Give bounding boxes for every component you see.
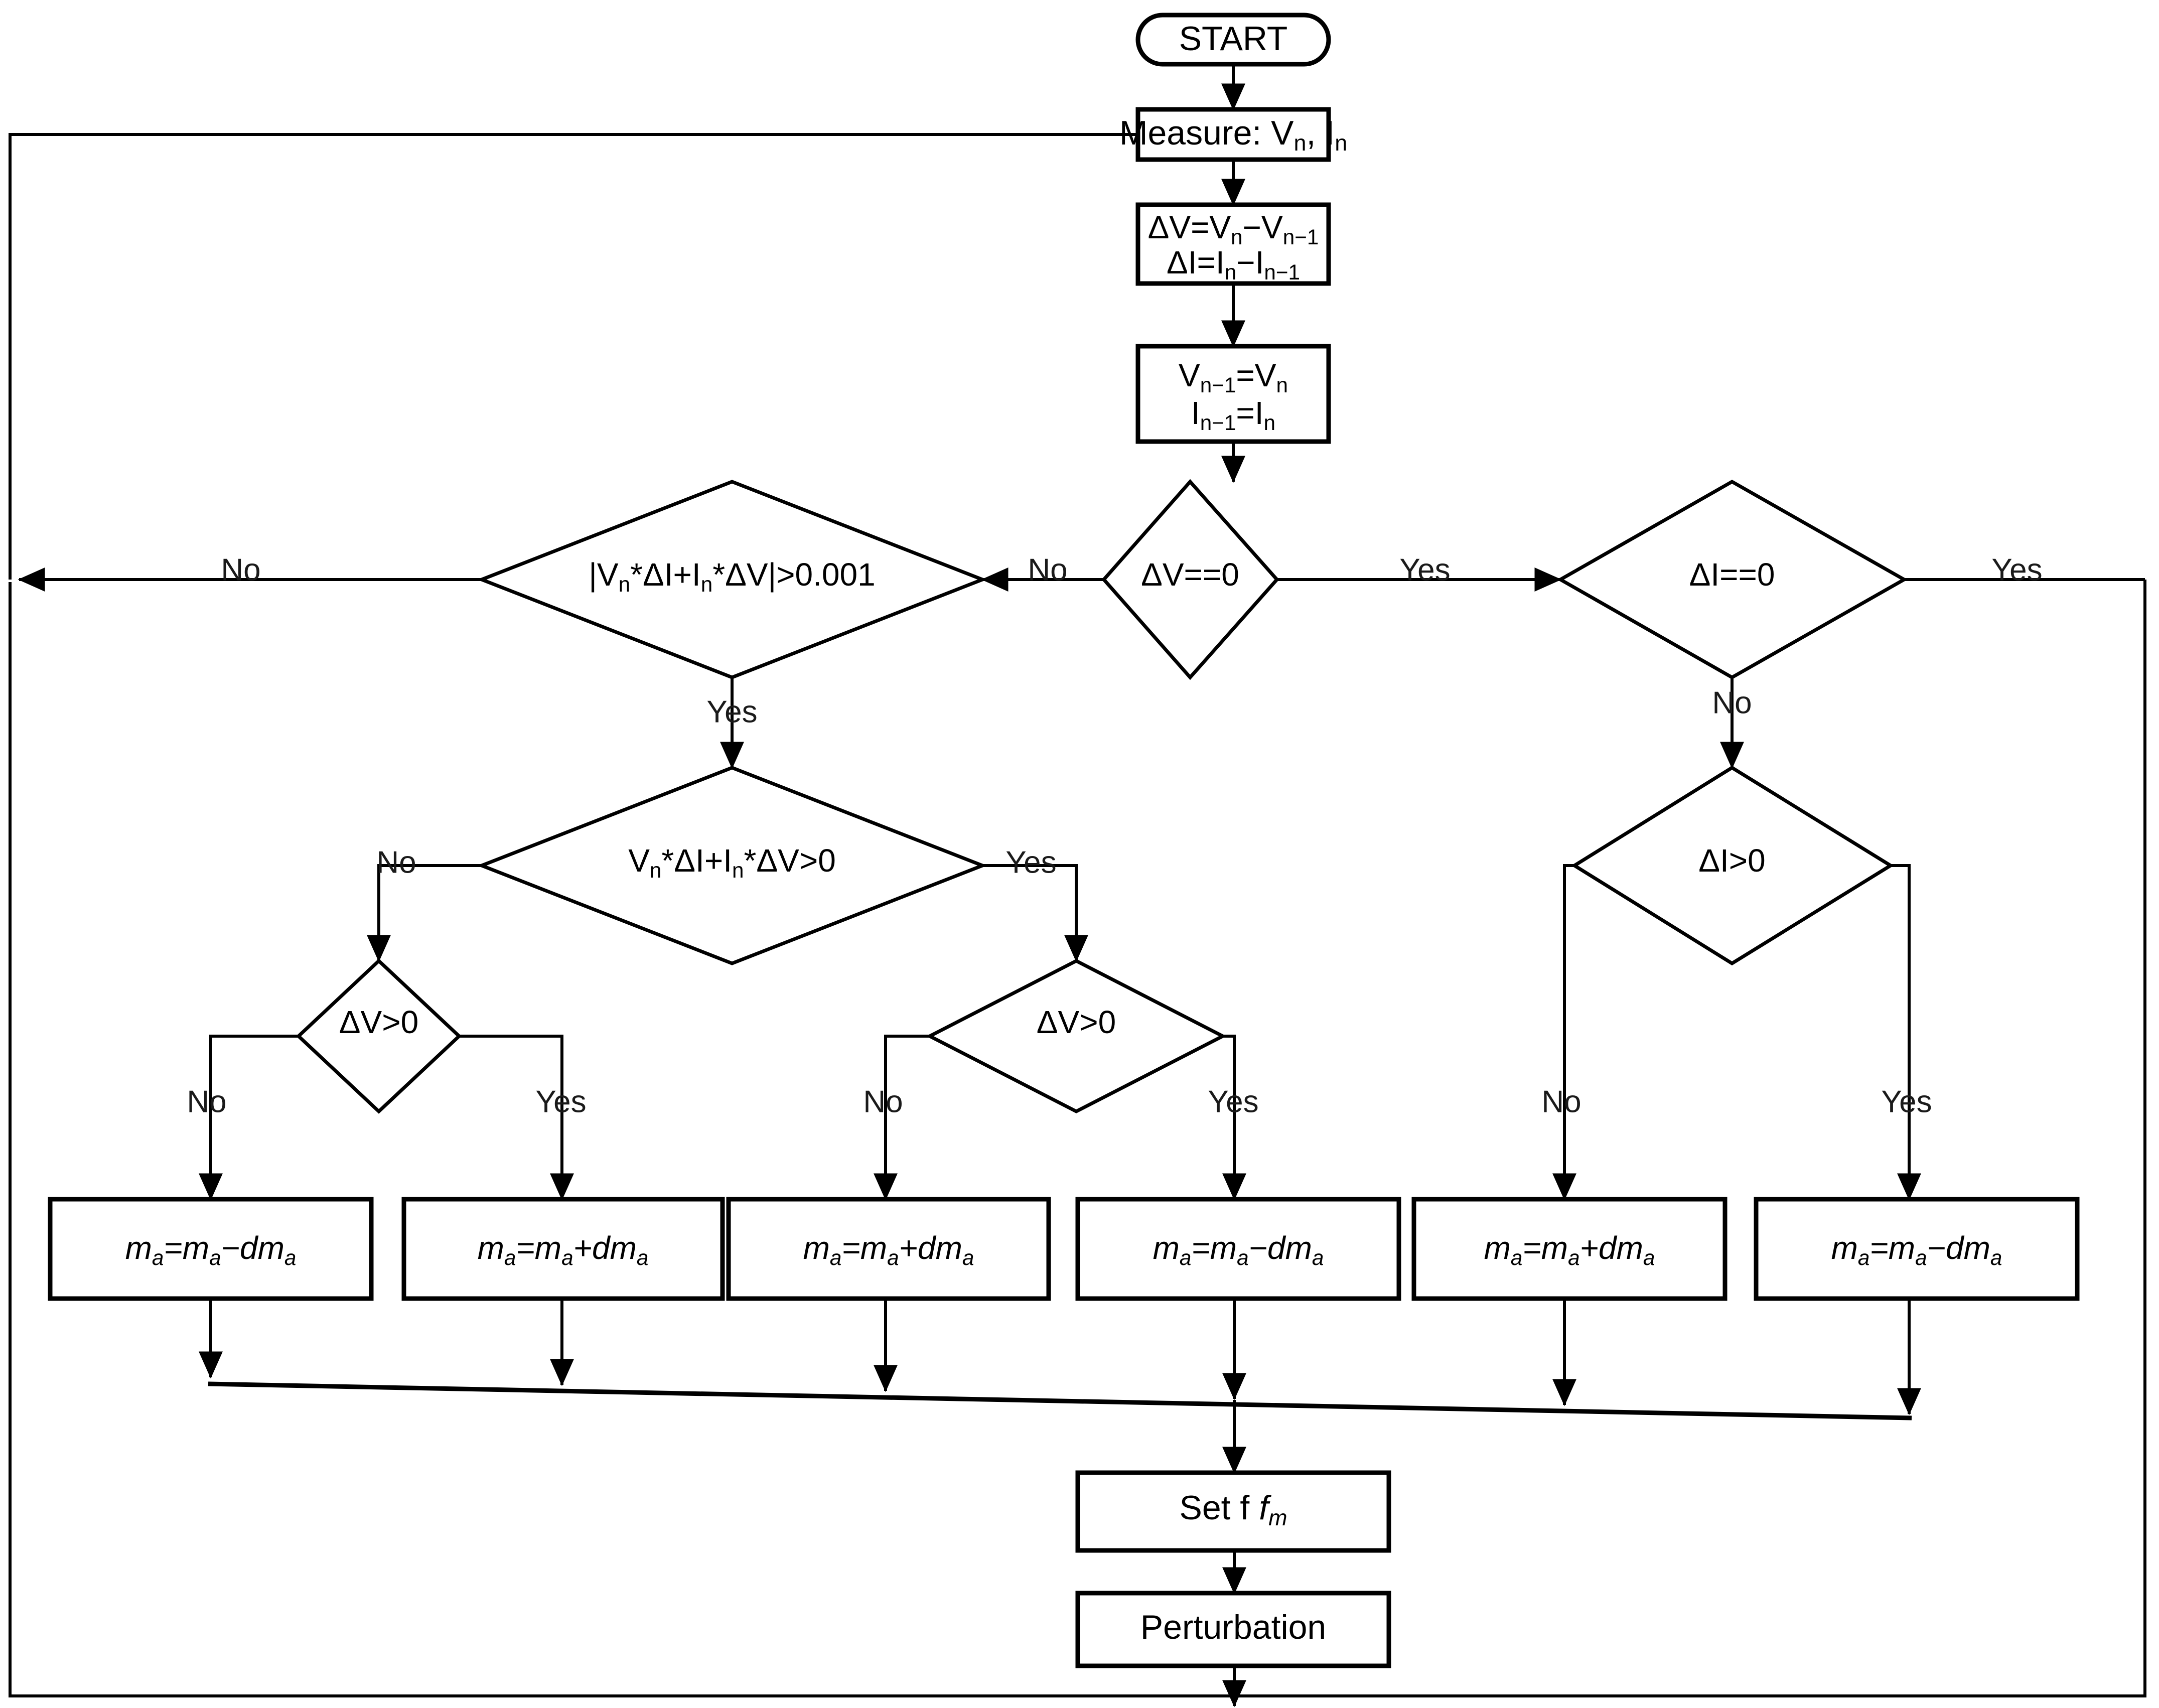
action-box-1[interactable]: ma=ma−dma <box>48 1197 374 1301</box>
action-box-1-label: ma=ma−dma <box>125 1230 297 1269</box>
node-perturbation-label: Perturbation <box>1140 1608 1326 1646</box>
edge-label-dizero-no: No <box>1712 685 1752 720</box>
node-incr-cond-label: |Vn*ΔI+In*ΔV|>0.001 <box>589 556 875 596</box>
node-sign-cond[interactable]: Vn*ΔI+In*ΔV>0 <box>477 766 987 965</box>
node-set-fm-label: Set f fm <box>1179 1489 1287 1530</box>
node-incr-cond[interactable]: |Vn*ΔI+In*ΔV|>0.001 <box>477 480 987 679</box>
edge-label-sign-no: No <box>376 845 416 880</box>
loop-right-rail <box>1233 580 2146 1697</box>
edge-label-dvzero-yes: Yes <box>1399 552 1450 587</box>
connector-layer: No Yes No Yes Yes No No Yes No Yes <box>9 64 2146 1707</box>
edge-label-dipos-no: No <box>1541 1084 1581 1119</box>
node-dv-pos-right-label: ΔV>0 <box>1037 1004 1116 1040</box>
edge-dvleft-no <box>199 1035 299 1201</box>
action-box-6-label: ma=ma−dma <box>1831 1230 2002 1269</box>
edge-label-dvright-yes: Yes <box>1208 1084 1258 1119</box>
node-measure[interactable]: Measure: Vn, In <box>1119 107 1347 162</box>
node-sign-cond-label: Vn*ΔI+In*ΔV>0 <box>628 842 836 882</box>
loop-left-rail <box>9 122 1175 580</box>
edge-label-dvright-no: No <box>863 1084 903 1119</box>
edge-sign-no <box>367 864 482 962</box>
action-box-5-label: ma=ma+dma <box>1484 1230 1655 1269</box>
node-delta[interactable]: ΔV=Vn−Vn−1 ΔI=In−In−1 <box>1135 202 1331 286</box>
node-dv-zero-label: ΔV==0 <box>1141 556 1239 593</box>
loop-bottom-rail <box>9 582 1234 1697</box>
action-box-3-label: ma=ma+dma <box>803 1230 974 1269</box>
merge-bus <box>208 1381 1912 1420</box>
node-store[interactable]: Vn−1=Vn In−1=In <box>1135 344 1331 444</box>
edge-label-dvleft-yes: Yes <box>535 1084 586 1119</box>
node-di-pos-label: ΔI>0 <box>1698 842 1766 879</box>
node-delta-line2: ΔI=In−In−1 <box>1167 244 1300 284</box>
action-box-2-label: ma=ma+dma <box>478 1230 649 1269</box>
node-di-zero-label: ΔI==0 <box>1689 556 1775 593</box>
node-di-pos[interactable]: ΔI>0 <box>1571 765 1894 966</box>
node-start-label: START <box>1179 20 1288 58</box>
node-store-line2: In−1=In <box>1191 395 1275 435</box>
node-set-fm[interactable]: Set f fm <box>1075 1470 1391 1553</box>
edge-dvright-no <box>874 1035 930 1201</box>
edge-label-dizero-yes: Yes <box>1991 552 2042 587</box>
node-dv-pos-left[interactable]: ΔV>0 <box>296 958 462 1114</box>
action-box-4[interactable]: ma=ma−dma <box>1075 1197 1401 1301</box>
edge-label-incr-yes: Yes <box>706 694 757 729</box>
node-store-line1: Vn−1=Vn <box>1179 357 1288 397</box>
edge-label-dvleft-no: No <box>187 1084 226 1119</box>
action-box-5[interactable]: ma=ma+dma <box>1411 1197 1728 1301</box>
node-perturbation[interactable]: Perturbation <box>1075 1591 1391 1668</box>
action-box-3[interactable]: ma=ma+dma <box>726 1197 1051 1301</box>
edge-dvleft-yes <box>459 1035 574 1201</box>
node-dv-pos-left-label: ΔV>0 <box>339 1004 418 1040</box>
action-box-6[interactable]: ma=ma−dma <box>1754 1197 2080 1301</box>
action-box-4-label: ma=ma−dma <box>1153 1230 1324 1269</box>
edge-dipos-yes <box>1891 864 1921 1201</box>
node-di-zero[interactable]: ΔI==0 <box>1556 479 1908 680</box>
node-measure-label: Measure: Vn, In <box>1119 114 1347 156</box>
node-start[interactable]: START <box>1135 13 1331 67</box>
action-box-2[interactable]: ma=ma+dma <box>401 1197 725 1301</box>
edge-sign-yes <box>982 864 1088 962</box>
node-dv-pos-right[interactable]: ΔV>0 <box>926 959 1227 1113</box>
edge-label-incr-no: No <box>221 552 260 587</box>
edge-label-sign-yes: Yes <box>1005 845 1056 880</box>
edge-dipos-no <box>1552 864 1576 1201</box>
edge-dvright-yes <box>1222 1035 1246 1201</box>
edge-label-dvzero-no: No <box>1028 552 1067 587</box>
edge-label-dipos-yes: Yes <box>1881 1084 1932 1119</box>
node-dv-zero[interactable]: ΔV==0 <box>1101 479 1279 680</box>
node-delta-line1: ΔV=Vn−Vn−1 <box>1148 209 1319 249</box>
